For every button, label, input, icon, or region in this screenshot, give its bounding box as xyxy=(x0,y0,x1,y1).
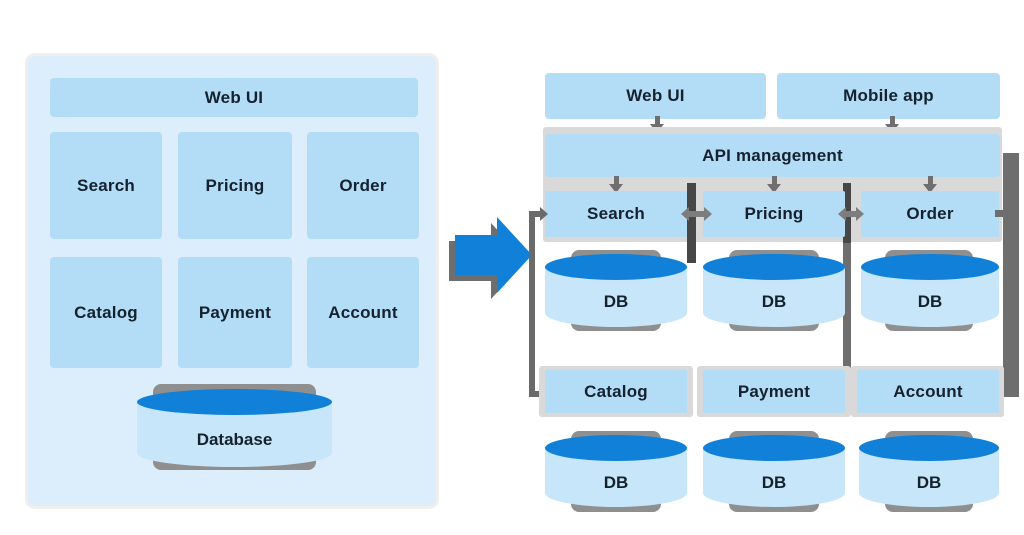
db-label: DB xyxy=(916,472,942,492)
boundary-line-search-pricing xyxy=(687,183,696,263)
db-label: DB xyxy=(761,292,787,311)
service-box-payment: Payment xyxy=(703,370,845,413)
service-box-pricing: Pricing xyxy=(703,191,845,237)
api-to-pricing-arrow-icon xyxy=(767,176,781,193)
arrow-shaft xyxy=(889,116,895,125)
db-label: DB xyxy=(603,472,629,492)
service-label: Search xyxy=(587,204,645,223)
service-box-search: Search xyxy=(545,191,687,237)
pricing-db-cylinder: DB xyxy=(703,254,845,327)
monolith-module-catalog: Catalog xyxy=(50,257,162,368)
arrow-head xyxy=(704,207,712,221)
service-box-account: Account xyxy=(857,370,999,413)
cylinder-top xyxy=(861,254,999,280)
api-management-label: API management xyxy=(702,145,843,165)
catalog-db-cylinder: DB xyxy=(545,435,687,507)
module-label: Account xyxy=(328,302,398,322)
service-label: Account xyxy=(893,381,963,401)
cylinder-top xyxy=(545,254,687,280)
order-stub xyxy=(995,210,1004,217)
bracket-vertical-line xyxy=(529,211,535,397)
monolith-module-order: Order xyxy=(307,132,419,239)
order-db-cylinder: DB xyxy=(861,254,999,327)
arrow-head xyxy=(856,207,864,221)
service-label: Pricing xyxy=(744,204,804,223)
service-label: Order xyxy=(906,204,954,223)
db-label: DB xyxy=(917,292,943,311)
arrow-shaft xyxy=(654,116,660,125)
arrow-head xyxy=(609,184,623,193)
db-label: DB xyxy=(603,292,629,311)
arrow-head xyxy=(767,184,781,193)
connector-to-payment-line xyxy=(843,243,851,393)
arrow-shaft xyxy=(613,176,619,185)
monolith-module-search: Search xyxy=(50,132,162,239)
cylinder-top xyxy=(703,435,845,461)
micro-webui-box: Web UI xyxy=(545,73,766,119)
cylinder-top xyxy=(703,254,845,280)
api-management-bar: API management xyxy=(545,134,1000,177)
search-arrowhead-icon xyxy=(540,207,548,221)
service-box-catalog: Catalog xyxy=(545,370,687,413)
account-db-cylinder: DB xyxy=(859,435,999,507)
arrow-head xyxy=(923,184,937,193)
api-to-search-arrow-icon xyxy=(609,176,623,193)
bar-vertical-line xyxy=(1003,153,1019,397)
module-label: Catalog xyxy=(74,302,138,322)
monolith-module-account: Account xyxy=(307,257,419,368)
module-label: Pricing xyxy=(205,175,265,195)
client-label: Web UI xyxy=(626,86,685,105)
arrow-head xyxy=(838,207,846,221)
arrow-head xyxy=(681,207,689,221)
bracket-stub xyxy=(529,211,541,217)
service-label: Catalog xyxy=(584,381,648,401)
monolith-database-cylinder: Database xyxy=(137,389,332,467)
arrow-shaft xyxy=(688,211,704,217)
service-box-order: Order xyxy=(861,191,999,237)
arrow-shaft xyxy=(771,176,777,185)
arrow-shaft xyxy=(845,211,857,217)
api-to-order-arrow-icon xyxy=(923,176,937,193)
monolith-module-pricing: Pricing xyxy=(178,132,292,239)
monolith-module-payment: Payment xyxy=(178,257,292,368)
client-label: Mobile app xyxy=(843,86,934,105)
arrow-shaft xyxy=(927,176,933,185)
cylinder-top xyxy=(545,435,687,461)
db-label: DB xyxy=(761,472,787,492)
monolith-webui-label: Web UI xyxy=(204,87,264,107)
cylinder-top xyxy=(859,435,999,461)
database-label: Database xyxy=(196,429,273,449)
module-label: Payment xyxy=(198,302,272,322)
micro-mobile-app-box: Mobile app xyxy=(777,73,1000,119)
service-label: Payment xyxy=(737,381,811,401)
search-db-cylinder: DB xyxy=(545,254,687,327)
bracket-stub xyxy=(529,391,541,397)
transform-arrow-icon xyxy=(449,217,532,299)
module-label: Order xyxy=(339,175,387,195)
payment-db-cylinder: DB xyxy=(703,435,845,507)
module-label: Search xyxy=(77,175,135,195)
monolith-webui-bar: Web UI xyxy=(50,78,418,117)
cylinder-top xyxy=(137,389,332,415)
